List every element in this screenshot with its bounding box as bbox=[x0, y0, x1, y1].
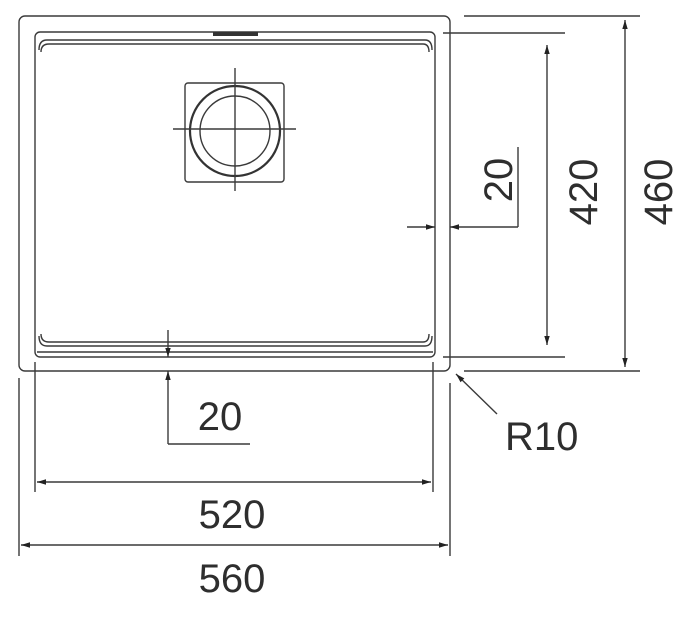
bottom-rim-line bbox=[38, 335, 433, 347]
dimension-rim-bottom: 20 bbox=[165, 330, 250, 445]
drain bbox=[173, 68, 296, 191]
dim-label-rim-right: 20 bbox=[477, 158, 521, 203]
dimension-rim-right: 20 bbox=[407, 147, 521, 230]
outer-edge bbox=[18, 15, 451, 372]
radius-leader-arrow bbox=[455, 373, 498, 415]
dimension-outer-width: 560 bbox=[18, 378, 451, 601]
top-rim-line bbox=[38, 39, 433, 51]
dimension-corner-radius: R10 bbox=[455, 373, 578, 459]
dimension-inner-width: 520 bbox=[34, 362, 434, 537]
dim-label-inner-depth: 420 bbox=[562, 159, 606, 226]
dim-label-corner-radius: R10 bbox=[505, 415, 578, 459]
top-rim-line-2 bbox=[40, 43, 430, 53]
dimension-outer-depth: 460 bbox=[464, 15, 681, 372]
dim-label-inner-width: 520 bbox=[199, 493, 266, 537]
dim-label-rim-bottom: 20 bbox=[198, 395, 243, 439]
sink-outline bbox=[18, 15, 451, 372]
overflow-slot bbox=[213, 32, 258, 36]
bottom-rim-line-2 bbox=[40, 333, 430, 343]
dim-label-outer-depth: 460 bbox=[637, 159, 681, 226]
dimension-inner-depth: 420 bbox=[443, 32, 606, 358]
dim-label-outer-width: 560 bbox=[199, 557, 266, 601]
